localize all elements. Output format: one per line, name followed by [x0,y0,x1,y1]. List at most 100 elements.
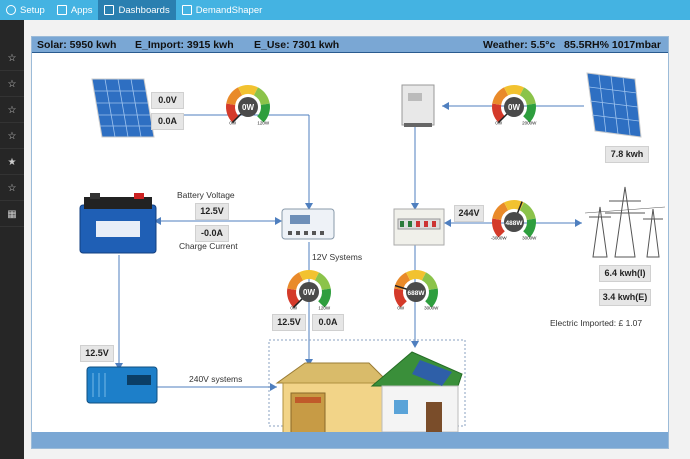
sidebar-item-6[interactable]: ☆ [0,177,24,201]
gauge-band [394,272,411,290]
gauge-hub [299,282,319,302]
consumer-unit-icon [393,208,445,246]
solar-panel-right-icon [586,72,642,138]
gauge-band [492,202,509,220]
gauge-band [314,272,331,290]
electric-imported-label: Electric Imported: £ 1.07 [550,318,643,328]
gauge-min-label: -3000W [491,235,508,240]
sidebar-item-3[interactable]: ☆ [0,99,24,123]
gauge-band [287,288,300,308]
gauge-hub [406,282,426,302]
dashboard-panel: Solar: 5950 kwh E_Import: 3915 kwh E_Use… [31,36,669,449]
gridtie-inverter-icon [401,84,435,127]
nav-setup-label: Setup [20,4,45,16]
garage-icon [275,362,391,434]
sys12-voltage: 12.5V [272,314,306,331]
battery-voltage: 12.5V [195,203,229,220]
gauge-solar-left: 0W 0W 120W [226,85,270,125]
gauge-band [406,270,426,281]
solar-kwh: 7.8 kwh [605,146,649,163]
gauge-max-label: 120W [318,305,331,310]
gauge-band [238,85,258,96]
systems-240v-label: 240V systems [189,374,243,384]
gauge-band [421,272,438,290]
top-nav: Setup Apps Dashboards DemandShaper [0,0,690,20]
gauge-value: 0W [303,288,315,297]
gauge-band [299,270,319,281]
gauge-band [287,272,304,290]
gauge-value: 488W [506,220,524,227]
gauge-min-label: 0W [495,120,503,125]
dashboard-icon: ▦ [7,209,17,220]
sidebar-item-4[interactable]: ☆ [0,125,24,149]
solar-voltage: 0.0V [151,92,184,109]
battery-icon [79,193,157,254]
gauge-value: 0W [242,103,254,112]
star-filled-icon: ★ [7,157,17,168]
gauge-band [504,85,524,96]
sys12-current: 0.0A [312,314,344,331]
sidebar: ☆ ☆ ☆ ☆ ★ ☆ ▦ [0,20,24,459]
grid-voltage: 244V [454,205,484,222]
gauge-band [226,87,243,105]
gauge-hub [504,212,524,232]
charge-current: -0.0A [195,225,229,242]
house-icon [370,351,463,433]
flow-diagram [79,72,666,434]
gauge-band [226,103,239,123]
charge-current-label: Charge Current [179,241,238,251]
star-outline-icon: ☆ [7,79,17,90]
solar-panel-left-icon [91,78,155,138]
footer-bar [32,432,668,448]
gauge-max-label: 120W [257,120,270,125]
weather-readout: Weather: 5.5°c 85.5RH% 1017mbar [483,39,661,51]
gauge-hub [238,97,258,117]
gauge-min-label: 0W [397,305,405,310]
nav-demandshaper-label: DemandShaper [195,4,263,16]
gauge-12v-systems: 0W 0W 120W [287,270,331,310]
gear-icon [6,5,16,15]
power-inverter-icon [86,366,158,404]
solar-total: Solar: 5950 kwh [37,39,117,51]
sidebar-item-1[interactable]: ☆ [0,47,24,71]
gauge-band [492,87,509,105]
gauge-solar-right: 0W 0W 2000W [492,85,537,125]
gauge-band [257,103,270,123]
gauge-band [492,218,505,238]
star-outline-icon: ☆ [7,53,17,64]
solar-current: 0.0A [151,113,184,130]
gauge-band [253,87,270,105]
gauge-band [394,288,407,308]
gauge-max-label: 3000W [424,305,439,310]
stats-header: Solar: 5950 kwh E_Import: 3915 kwh E_Use… [32,37,668,53]
gauge-min-label: 0W [290,305,298,310]
sidebar-item-5[interactable]: ★ [0,151,24,175]
gauge-band [523,218,536,238]
charge-controller-icon [281,208,335,240]
import-kwh: 6.4 kwh(I) [599,265,651,282]
gauge-band [523,103,536,123]
gauge-min-label: 0W [229,120,237,125]
gauge-max-label: 2000W [522,120,537,125]
battery-voltage-label: Battery Voltage [177,190,235,200]
apps-icon [56,5,67,15]
nav-demandshaper[interactable]: DemandShaper [176,0,269,20]
nav-dashboards[interactable]: Dashboards [98,0,176,20]
systems-12v-label: 12V Systems [312,252,363,262]
gauge-band [519,202,536,220]
nav-setup[interactable]: Setup [0,0,51,20]
gauge-value: 0W [508,103,520,112]
pylons-icon [584,186,666,258]
nav-dashboards-label: Dashboards [118,4,170,16]
nav-apps-label: Apps [70,4,93,16]
sidebar-item-7[interactable]: ▦ [0,203,24,227]
star-outline-icon: ☆ [7,105,17,116]
gauge-band [425,288,438,308]
nav-apps[interactable]: Apps [51,0,99,20]
export-kwh: 3.4 kwh(E) [599,289,651,306]
sidebar-item-2[interactable]: ☆ [0,73,24,97]
star-outline-icon: ☆ [7,183,17,194]
dashboard-icon [104,5,115,15]
gauge-band [318,288,331,308]
